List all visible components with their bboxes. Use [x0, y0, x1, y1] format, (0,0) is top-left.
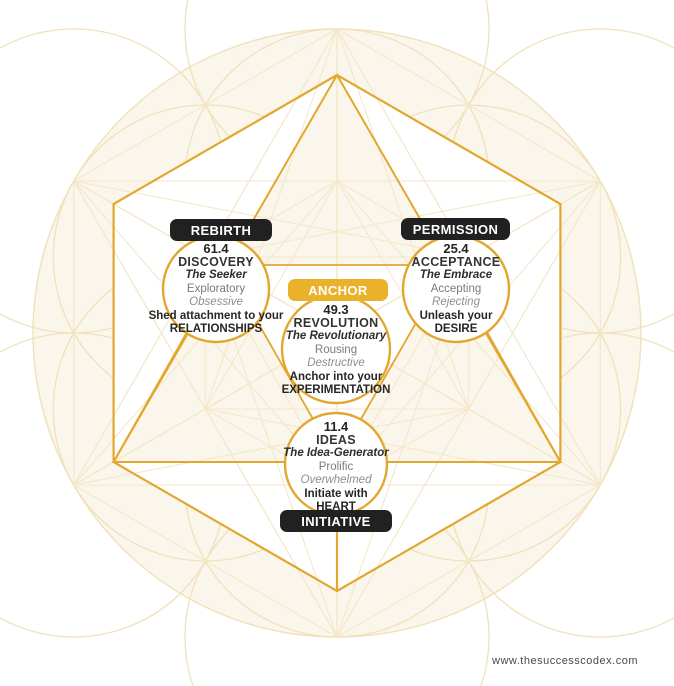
rebirth-badge-label: REBIRTH: [190, 222, 252, 238]
initiative-node-text: 11.4 IDEAS The Idea-Generator Prolific O…: [246, 420, 426, 515]
rebirth-score: 61.4: [203, 241, 229, 256]
permission-action-2: DESIRE: [434, 323, 478, 335]
rebirth-badge: REBIRTH: [170, 219, 272, 241]
rebirth-shadow: Obsessive: [189, 296, 243, 308]
permission-archetype: The Embrace: [419, 269, 493, 281]
anchor-badge: ANCHOR: [288, 279, 388, 301]
rebirth-gate: DISCOVERY: [178, 254, 254, 269]
initiative-light: Prolific: [318, 460, 354, 473]
permission-node-text: 25.4 ACCEPTANCE The Embrace Accepting Re…: [366, 242, 546, 337]
anchor-score: 49.3: [323, 302, 349, 317]
metatron-line: [73, 484, 338, 638]
permission-gate: ACCEPTANCE: [411, 254, 501, 269]
footer-url: www.thesuccesscodex.com: [492, 655, 638, 667]
metatron-line: [73, 408, 469, 486]
metatron-line: [336, 180, 601, 638]
permission-light: Accepting: [430, 282, 482, 295]
permission-badge-label: PERMISSION: [412, 221, 499, 237]
anchor-archetype: The Revolutionary: [285, 330, 387, 342]
permission-shadow: Rejecting: [432, 296, 480, 308]
metatron-line: [336, 484, 601, 638]
initiative-score: 11.4: [323, 419, 349, 434]
inner-triangle-outline: [223, 264, 451, 463]
anchor-gate: REVOLUTION: [293, 315, 379, 330]
metatron-line: [73, 180, 469, 258]
metatron-line: [336, 28, 601, 182]
permission-score: 25.4: [443, 241, 469, 256]
anchor-shadow: Destructive: [307, 357, 365, 369]
anchor-action-2: EXPERIMENTATION: [281, 384, 391, 396]
rebirth-archetype: The Seeker: [185, 269, 247, 281]
initiative-archetype: The Idea-Generator: [283, 447, 389, 459]
permission-action-1: Unleash your: [419, 309, 493, 322]
initiative-shadow: Overwhelmed: [300, 474, 372, 486]
initiative-badge-label: INITIATIVE: [301, 513, 371, 529]
initiative-badge: INITIATIVE: [280, 510, 392, 532]
rebirth-action-2: RELATIONSHIPS: [169, 323, 263, 335]
initiative-action-1: Initiate with: [304, 487, 368, 500]
rebirth-node-text: 61.4 DISCOVERY The Seeker Exploratory Ob…: [126, 242, 306, 337]
initiative-gate: IDEAS: [316, 432, 356, 447]
rebirth-action-1: Shed attachment to your: [148, 309, 284, 322]
anchor-badge-label: ANCHOR: [308, 282, 368, 298]
anchor-light: Rousing: [314, 343, 358, 356]
anchor-action-1: Anchor into your: [289, 370, 383, 383]
metatron-line: [73, 28, 338, 182]
anchor-node-text: 49.3 REVOLUTION The Revolutionary Rousin…: [246, 303, 426, 398]
permission-badge: PERMISSION: [401, 218, 510, 240]
rebirth-light: Exploratory: [186, 282, 246, 295]
